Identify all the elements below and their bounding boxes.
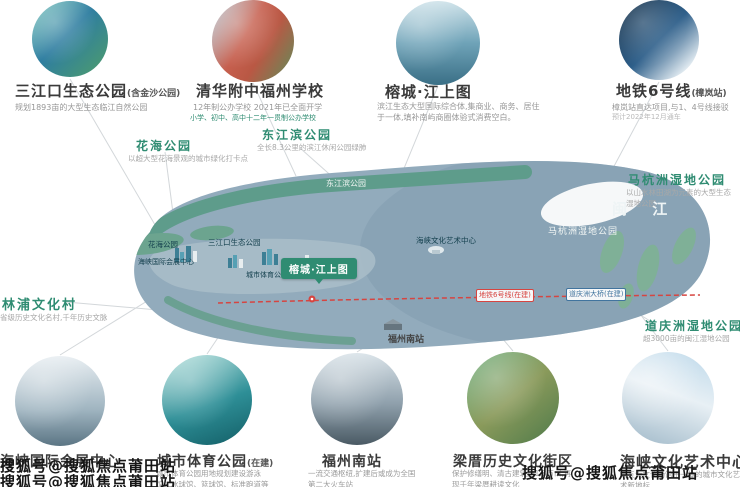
annotation-linpu-village: 林浦文化村 (2, 298, 78, 313)
annotation-linpu-village-desc: 省级历史文化名村,千年历史文脉 (0, 313, 108, 322)
flower-sea-park-area (134, 233, 184, 255)
maplabel-sanjiangkou-park: 三江口生态公园 (208, 238, 261, 247)
watermark-bottom-left-2: 搜狐号@搜狐焦点莆田站 (0, 473, 177, 487)
title-liangcuo-district: 梁厝历史文化街区 (453, 451, 573, 471)
train-station-icon (384, 319, 402, 330)
maplabel-exhibition-center: 海峡国际会展中心 (138, 258, 194, 266)
desc-culture-art-center: 集五大文化场馆于一体的城市文化艺术新地标 (620, 470, 740, 487)
annotation-dongjiangbin-park: 东江滨公园 (262, 128, 333, 142)
photo-strait-culture-art-center (622, 352, 714, 444)
bridge-badge: 道庆洲大桥(在建) (566, 288, 627, 302)
maplabel-fuzhou-south-station: 福州南站 (388, 335, 425, 345)
note-metro-line6: 预计2022年12月通车 (612, 113, 681, 121)
watermark-bottom-right: 搜狐号@搜狐焦点莆田站 (522, 464, 699, 482)
annotation-flower-sea-park-desc: 以超大型花海景观的城市绿化打卡点 (128, 154, 248, 163)
title-text: 福州南站 (322, 454, 382, 470)
title-suffix: (在建) (247, 459, 274, 469)
title-text: 城市体育公园 (157, 454, 247, 470)
desc-metro-line6: 樟岚站直达项目,与1、4号线接驳 (612, 103, 729, 112)
maplabel-sports-park: 城市体育公园 (246, 271, 288, 279)
title-fuzhou-south-station: 福州南站 (322, 451, 382, 471)
wetland-leaves (599, 227, 696, 309)
title-text: 三江口生态公园 (15, 82, 128, 100)
title-qinghua-school: 清华附中福州学校 (196, 80, 324, 101)
project-badge: 榕城·江上图 (281, 258, 357, 284)
title-text: 海峡文化艺术中心 (620, 453, 740, 471)
note-qinghua-school: 小学、初中、高中十二年一贯制公办学校 (190, 114, 316, 122)
desc-city-sports-park: 城市体育公园用地规划建设游泳馆、冰球馆、篮球馆、标准跑道等 (156, 469, 269, 487)
title-suffix: (含金沙公园) (127, 89, 181, 99)
metro-dashed-line (217, 294, 701, 304)
maplabel-mahangzhou-wetland: 马杭洲湿地公园 (548, 227, 619, 237)
annotation-daoqingzhou-wetland-desc: 超3000亩的闽江湿地公园 (643, 334, 730, 343)
desc-fuzhou-south-station: 一流交通枢纽,扩建后或成为全国第二大火车站 (308, 469, 416, 487)
maplabel-dongjiangbin-park: 东江滨公园 (326, 179, 366, 188)
riverside-park-band (143, 165, 532, 241)
title-rongcheng-project: 榕城·江上图 (385, 81, 472, 102)
title-suffix: (樟岚站) (691, 89, 727, 99)
south-bank-park-band (164, 296, 356, 345)
photo-metro-line6 (619, 0, 699, 80)
photo-sanjiangkou-eco-park (32, 1, 108, 77)
desc-qinghua-school: 12年制公办学校 2021年已全面开学 (193, 103, 323, 112)
eco-park-area (190, 225, 234, 241)
title-text: 梁厝历史文化街区 (453, 454, 573, 470)
desc-liangcuo-district: 保护修缮明、清古建筑约1.8万㎡,再现千年梁厝耕读文化 (452, 469, 572, 487)
annotation-mahangzhou-wetland-desc: 以山水林田湖为元素的大型生态湿地公园 (626, 188, 731, 208)
title-culture-art-center: 海峡文化艺术中心 (620, 451, 740, 472)
title-metro-line6: 地铁6号线(樟岚站) (616, 80, 727, 101)
photo-city-sports-park (162, 355, 252, 445)
photo-qinghua-school (212, 0, 294, 82)
watermark-bottom-left-1: 搜狐号@搜狐焦点莆田站 (0, 457, 177, 475)
title-text: 海峡国际会展中心 (0, 454, 120, 470)
desc-sanjiangkou-park: 规划1893亩的大型生态临江自然公园 (15, 103, 148, 112)
photo-strait-exhibition-center (15, 356, 105, 446)
title-text: 清华附中福州学校 (196, 82, 325, 100)
annotation-flower-sea-park: 花海公园 (136, 139, 193, 153)
annotation-mahangzhou-wetland: 马杭洲湿地公园 (628, 173, 727, 187)
photo-fuzhou-south-station (311, 353, 403, 445)
maplabel-flower-sea-park: 花海公园 (148, 240, 178, 249)
annotation-daoqingzhou-wetland: 道庆洲湿地公园 (645, 319, 740, 333)
photo-rongcheng-project (396, 1, 480, 85)
title-text: 地铁6号线 (616, 82, 692, 100)
project-pin-icon (308, 295, 316, 303)
wetland-white-area (540, 181, 644, 227)
culture-art-center-icon (428, 246, 444, 254)
title-text: 榕城·江上图 (385, 83, 472, 101)
min-river-label: 闽 江 (612, 200, 678, 218)
photo-liangcuo-historic-district (467, 352, 559, 444)
desc-rongcheng-project: 滨江生态大型国际综合体,集商业、商务、居住于一体,填补南屿商圈体验式消费空白。 (377, 102, 540, 123)
metro-line-badge: 地铁6号线(在建) (476, 289, 534, 303)
title-exhibition-center: 海峡国际会展中心 (0, 451, 120, 471)
title-sanjiangkou-park: 三江口生态公园(含金沙公园) (15, 80, 180, 101)
maplabel-culture-art-center: 海峡文化艺术中心 (416, 236, 476, 245)
title-city-sports-park: 城市体育公园(在建) (157, 451, 273, 471)
min-river-deep-area (360, 161, 711, 350)
annotation-dongjiangbin-park-desc: 全长8.3公里的滨江休闲公园绿肺 (257, 143, 367, 152)
